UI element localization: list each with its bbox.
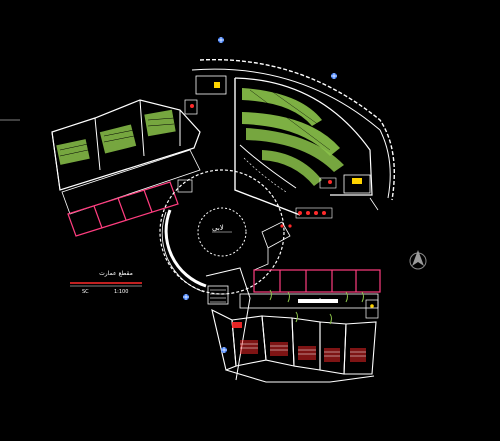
scale-value: 1:100 [114, 289, 129, 295]
scale-code: SC [82, 289, 89, 295]
lobby-label: لابی [212, 224, 224, 232]
section-marker-icon [221, 347, 227, 353]
section-marker-icon [331, 73, 337, 79]
drawing-title: مقطع عمارت [99, 270, 133, 277]
central-rotunda [159, 169, 285, 295]
north-arrow-icon [409, 250, 427, 270]
hall-label: سالن [315, 297, 325, 302]
section-marker-icon [183, 294, 189, 300]
section-marker-icon [218, 37, 224, 43]
title-block [70, 282, 142, 287]
auditorium-wing [191, 58, 395, 216]
southeast-classroom-wing [205, 267, 381, 383]
northwest-classroom-wing [51, 99, 201, 237]
connector-details [253, 207, 333, 271]
